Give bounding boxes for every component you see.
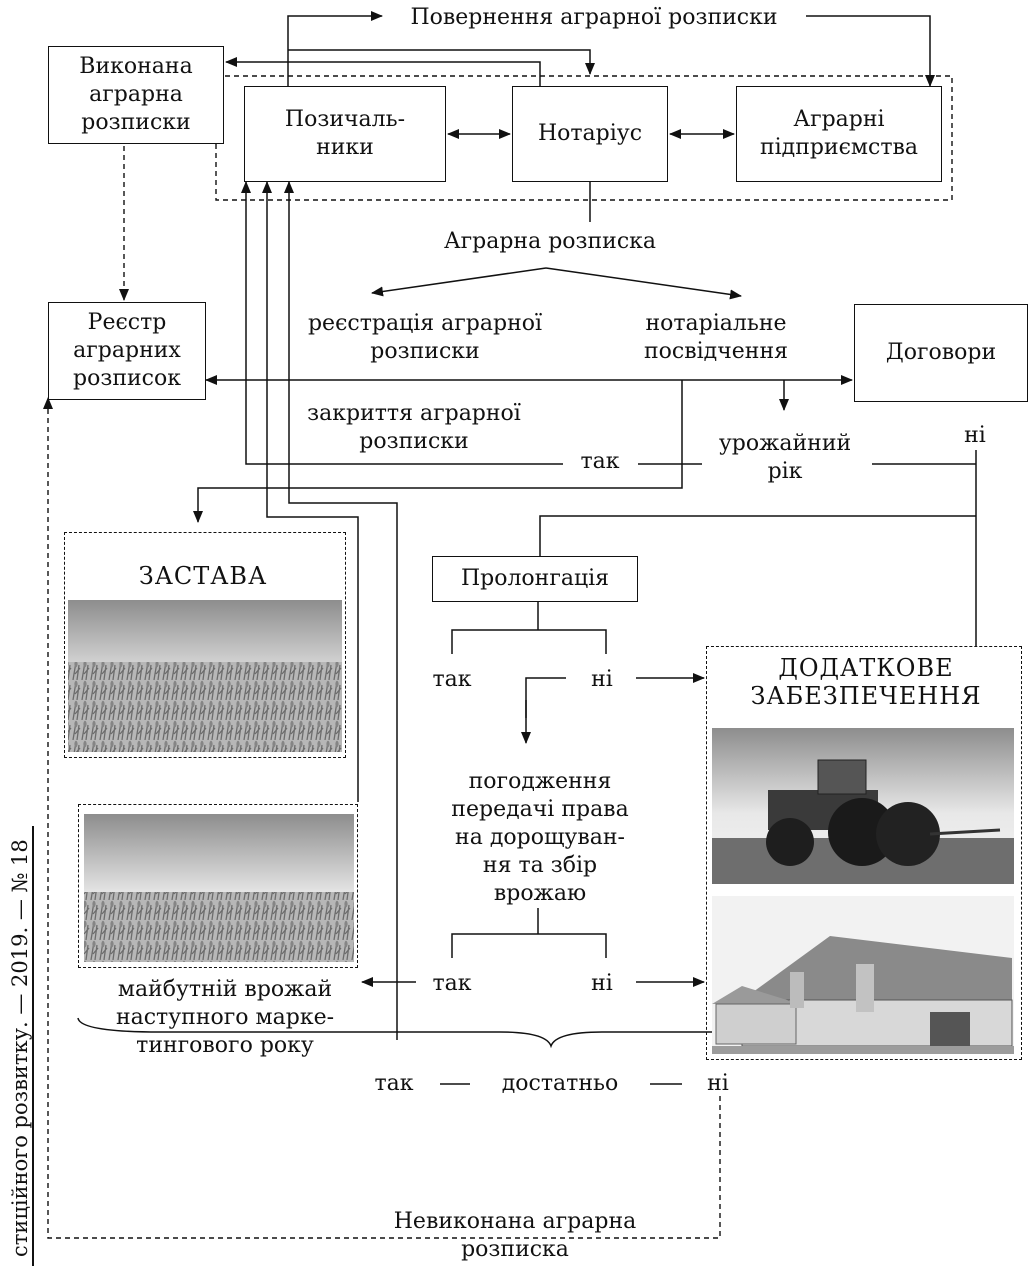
contracts-text: Договори — [885, 340, 997, 365]
no-label-1: ні — [964, 423, 986, 448]
agro-enterprises-text: Аграрні підприємства — [759, 107, 919, 160]
harvest-year-label: урожайний рік — [718, 431, 852, 484]
registry-text: Реєстр аграрних розписок — [73, 310, 181, 391]
return-line-right — [806, 15, 935, 87]
contracts-to-collateral-line — [193, 380, 683, 523]
collateral-panel — [64, 532, 346, 758]
no-label-4: ні — [707, 1071, 729, 1096]
prolongation-no-arrow — [525, 677, 566, 718]
return-line-left — [287, 11, 383, 88]
borrowers-box: Позичаль- ники — [244, 86, 446, 182]
collateral-title: ЗАСТАВА — [138, 562, 268, 590]
fork-left-arrow — [371, 267, 547, 297]
additional-security-title: ДОДАТКОВЕ ЗАБЕЗПЕЧЕННЯ — [750, 654, 982, 710]
tractor-photo — [712, 728, 1014, 884]
notary-to-executed-line — [225, 57, 541, 86]
wheat-photo-1 — [68, 600, 342, 752]
executed-note-text: Виконана аграрна розписки — [79, 54, 193, 135]
wheat-photo-2 — [84, 814, 354, 962]
notary-text: Нотаріус — [537, 121, 643, 146]
prolongation-box: Пролонгація — [432, 556, 638, 602]
yes-label-3: так — [432, 971, 472, 996]
yes-label-1: так — [580, 449, 620, 474]
agreement-fork — [451, 908, 607, 958]
no-label-3: ні — [591, 971, 613, 996]
yes-label-2: так — [432, 667, 472, 692]
prolongation-text: Пролонгація — [460, 566, 610, 591]
notarization-label: нотаріальне посвідчення — [644, 311, 788, 364]
no-label-2: ні — [591, 667, 613, 692]
yes-label-4: так — [374, 1071, 414, 1096]
return-label: Повернення аграрної розписки — [410, 5, 778, 30]
registration-label: реєстрація аграрної розписки — [307, 311, 543, 364]
farm-photo — [712, 896, 1014, 1054]
agreement-label: погодження передачі права на дорощуван-н… — [451, 769, 629, 906]
closing-label: закриття аграрної розписки — [307, 401, 521, 454]
unexecuted-label: Невиконана аграрна розписка — [393, 1209, 637, 1262]
prolongation-fork — [451, 602, 607, 654]
agro-enterprises-box: Аграрні підприємства — [736, 86, 942, 182]
future-harvest-panel — [78, 804, 358, 968]
borrower-to-notary-line — [288, 49, 595, 75]
notary-box: Нотаріус — [512, 86, 668, 182]
to-prolongation-line — [539, 515, 976, 556]
side-rule — [32, 826, 34, 1266]
borrowers-text: Позичаль- ники — [284, 107, 406, 160]
executed-note-box: Виконана аграрна розписки — [48, 46, 224, 144]
future-harvest-label: майбутній врожай наступного марке-тингов… — [115, 977, 335, 1058]
unexecuted-loop-line — [43, 397, 721, 1239]
yes-back-to-borrowers-line — [241, 181, 563, 465]
additional-security-panel — [706, 646, 1022, 1060]
sufficient-to-borrowers-line — [284, 181, 398, 1040]
contracts-box: Договори — [854, 304, 1028, 402]
future-harvest-to-borrowers-line — [262, 181, 359, 802]
fork-right-arrow — [545, 267, 742, 300]
journal-side-caption: стиційного розвитку. — 2019. — № 18 — [8, 839, 32, 1257]
sufficient-label: достатньо — [501, 1071, 619, 1096]
agrarian-note-label: Аграрна розписка — [443, 229, 657, 254]
registry-box: Реєстр аграрних розписок — [48, 302, 206, 400]
